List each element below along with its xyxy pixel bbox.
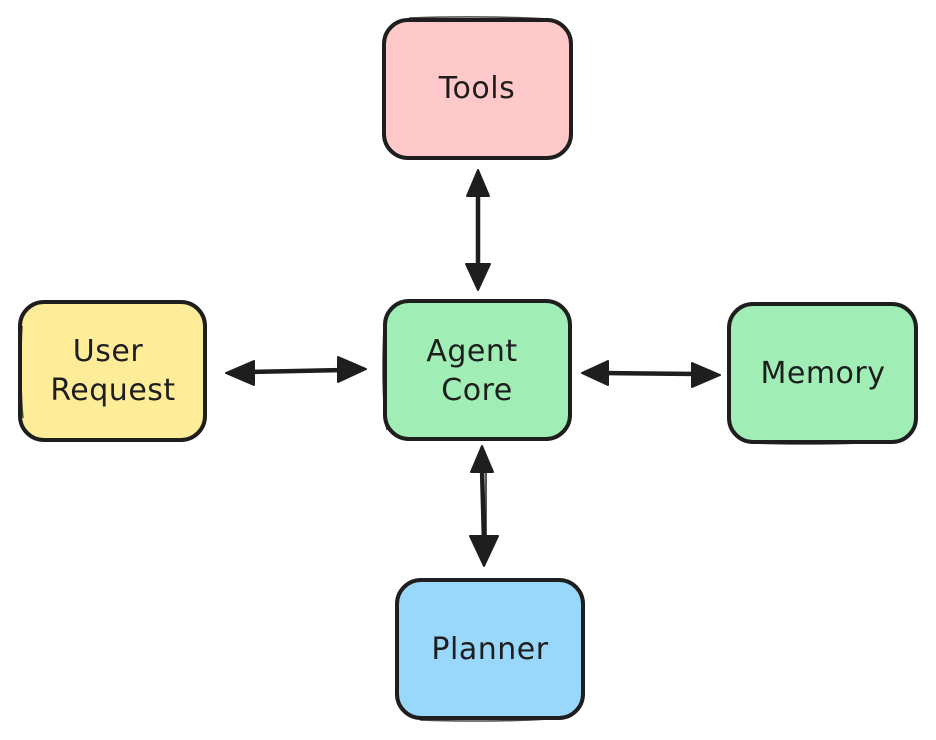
node-tools[interactable]: Tools — [382, 16, 573, 160]
arrowhead-up — [466, 169, 490, 197]
node-tools-box — [382, 18, 573, 160]
edge-core-memory — [581, 360, 721, 388]
arrowhead-up — [470, 445, 494, 473]
node-planner-box — [395, 578, 585, 720]
node-tools-label: Tools — [438, 71, 515, 106]
arrowhead-left — [581, 360, 609, 386]
edge-core-tools — [465, 169, 491, 291]
node-user-request-box — [18, 300, 207, 442]
arrowhead-left — [225, 360, 255, 386]
node-planner[interactable]: Planner — [395, 578, 585, 722]
arrowhead-right — [337, 356, 367, 383]
arrowhead-right — [691, 362, 721, 388]
arrowhead-down — [465, 263, 491, 291]
node-memory[interactable]: Memory — [727, 302, 918, 445]
node-user-request-label: User Request — [50, 334, 175, 408]
edge-user-core — [225, 356, 367, 386]
node-agent-core-label: Agent Core — [426, 334, 527, 408]
node-memory-box — [727, 302, 918, 444]
arrowhead-down — [469, 535, 499, 567]
edge-core-planner — [469, 445, 499, 567]
node-agent-core-box — [383, 299, 572, 441]
node-user-request[interactable]: User Request — [18, 300, 207, 442]
node-planner-label: Planner — [431, 632, 548, 667]
node-memory-label: Memory — [760, 356, 885, 391]
node-agent-core[interactable]: Agent Core — [382, 299, 572, 441]
